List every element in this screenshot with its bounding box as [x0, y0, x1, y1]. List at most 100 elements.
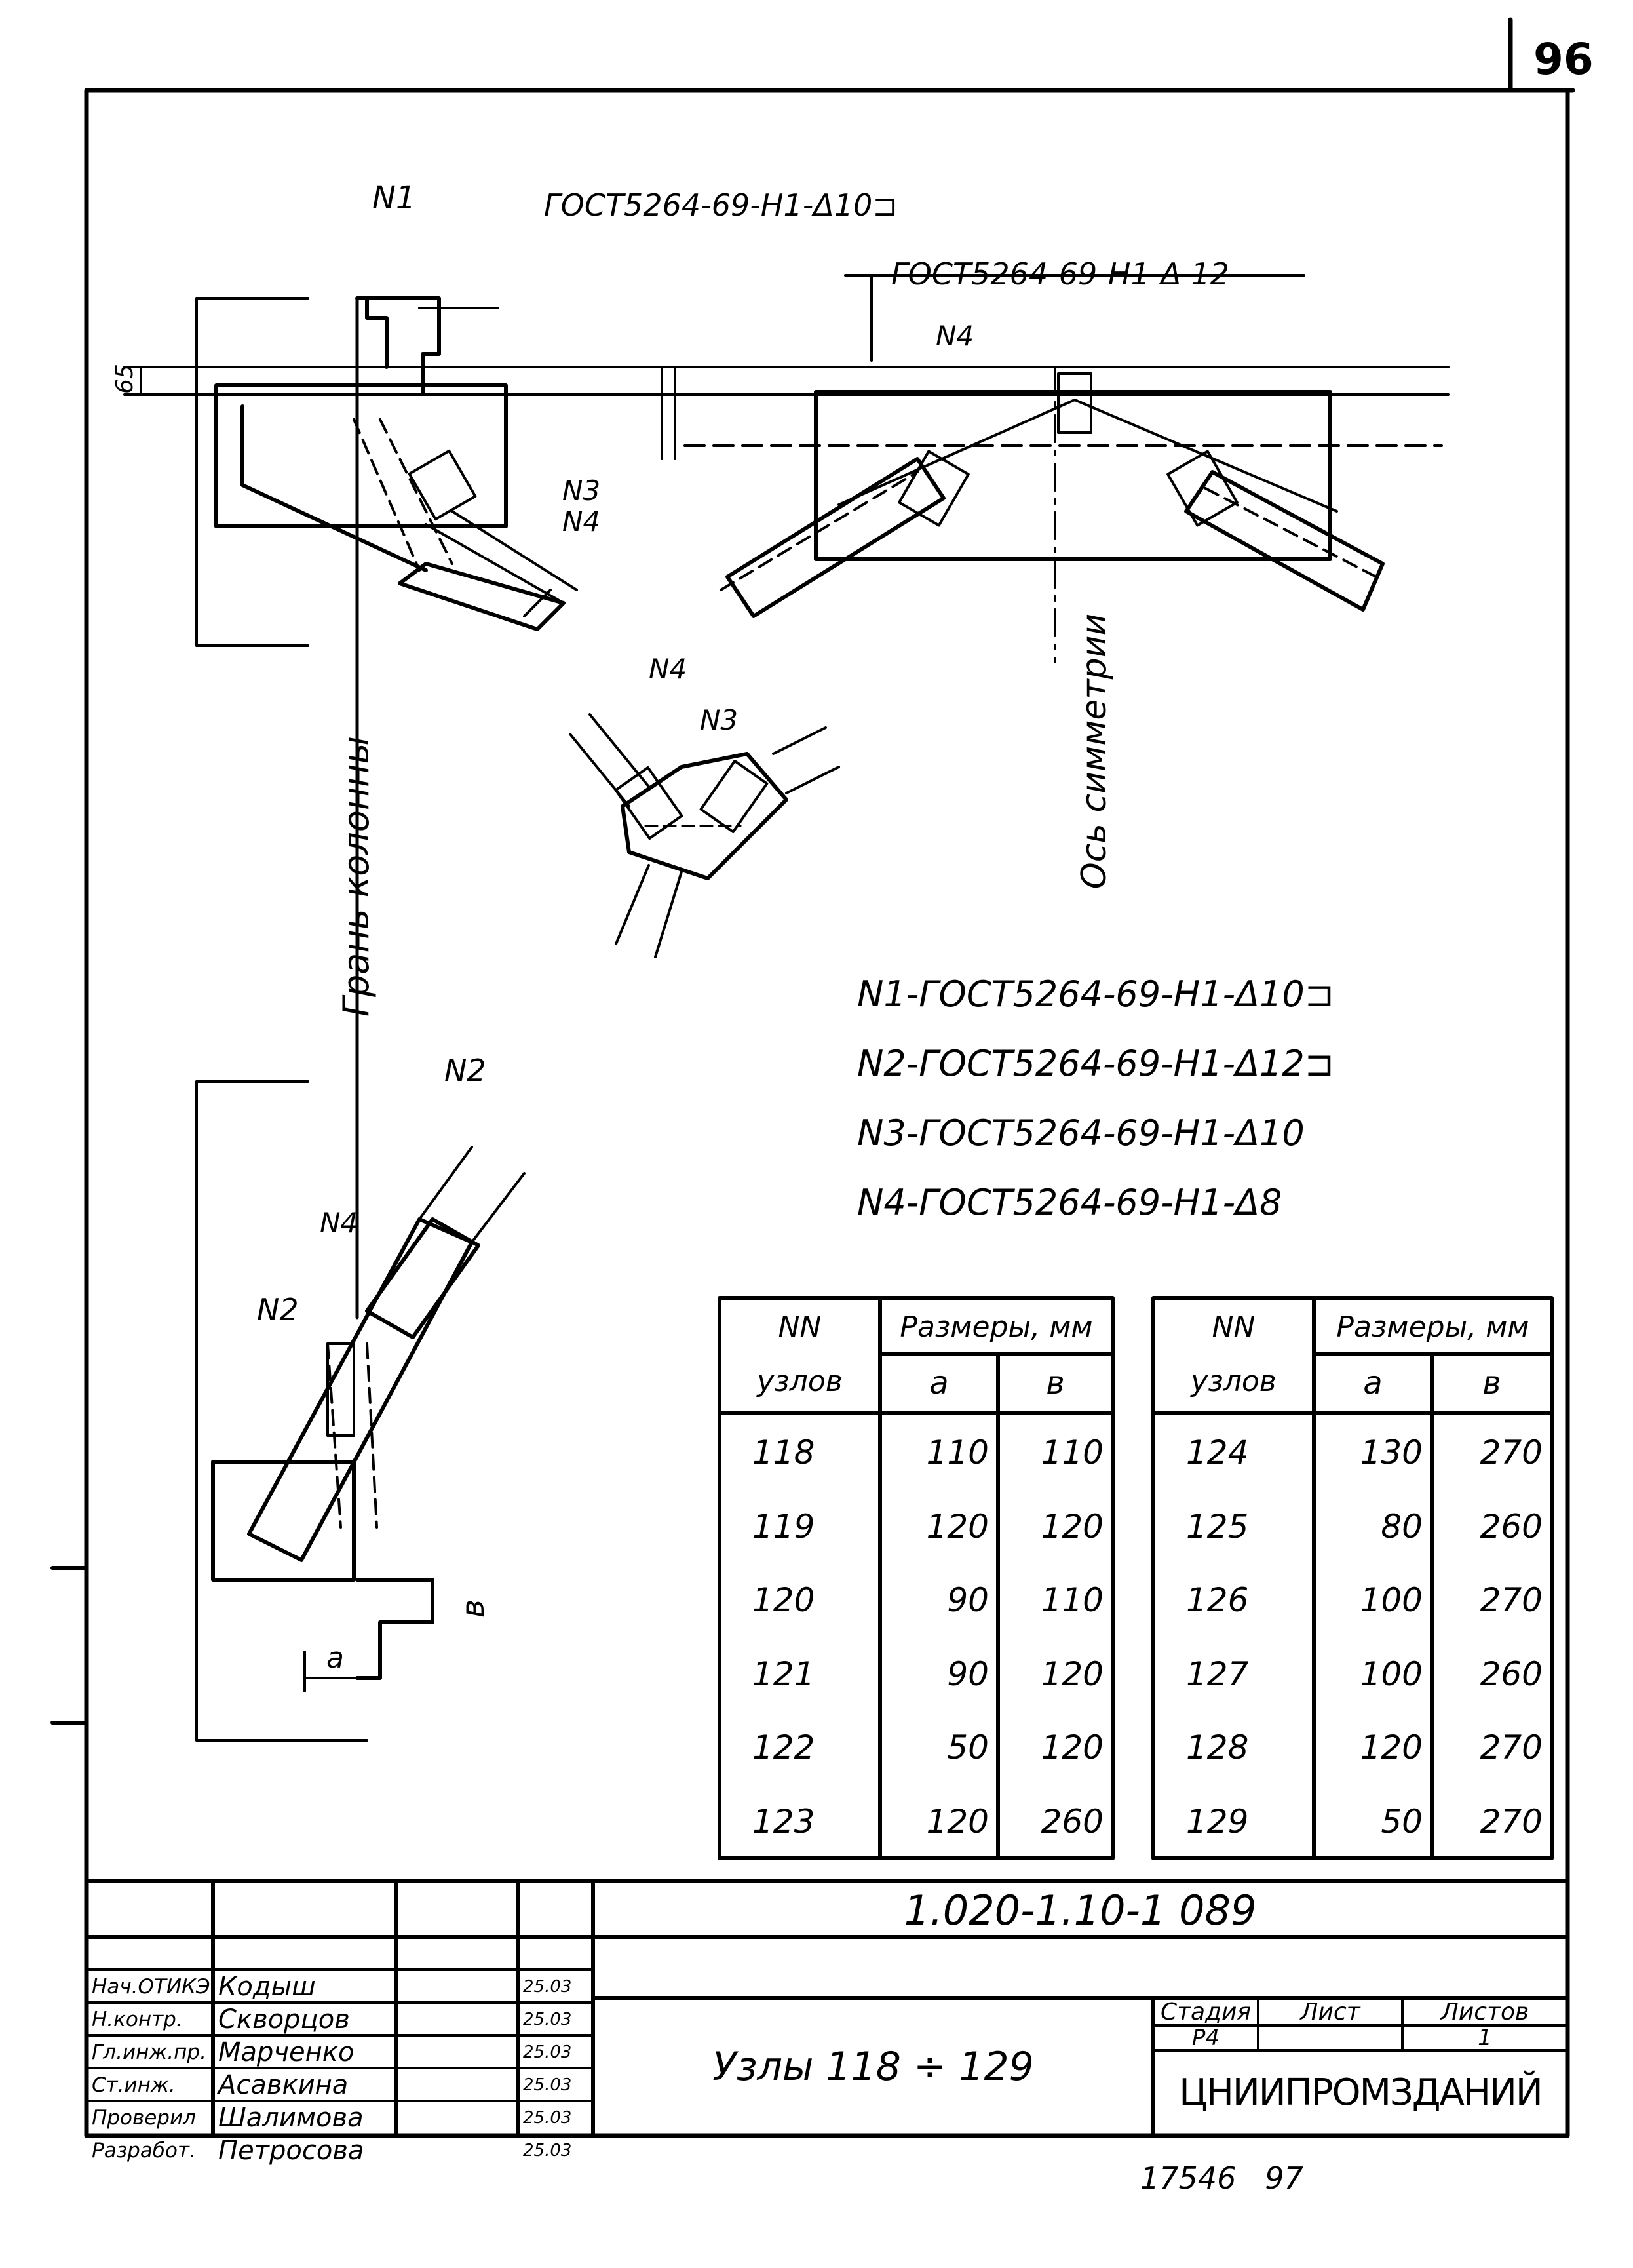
node-number: 127 [1186, 1654, 1249, 1693]
top-left-node-geometry [123, 296, 1450, 1320]
size-b: 110 [1041, 1434, 1104, 1472]
legend-item: N1-ГОСТ5264-69-Н1-Δ10⊐ [857, 973, 1334, 1015]
node-number: 123 [752, 1802, 815, 1841]
label-n4-mid: N4 [649, 653, 687, 685]
top-right-node-geometry [661, 274, 1443, 663]
label-n2-bottom: N2 [257, 1292, 299, 1327]
signature-date: 25.03 [523, 2141, 572, 2160]
signature-name: Скворцов [218, 2004, 350, 2035]
dim-65: 65 [111, 364, 138, 394]
size-a: 100 [1360, 1581, 1423, 1620]
dim-a: a [326, 1641, 344, 1675]
size-b: 120 [1041, 1507, 1104, 1546]
table-header-nodes: узлов [757, 1364, 843, 1398]
legend-item: N3-ГОСТ5264-69-Н1-Δ10 [857, 1112, 1305, 1154]
callout-right-gost: ГОСТ5264-69-Н1-Δ 12 [891, 256, 1229, 292]
size-b: 270 [1480, 1729, 1543, 1767]
table-header-sizes: Размеры, мм [900, 1310, 1093, 1344]
node-number: 125 [1186, 1507, 1249, 1546]
size-b: 260 [1041, 1802, 1104, 1841]
node-number: 122 [752, 1729, 815, 1767]
size-a: 90 [947, 1654, 989, 1693]
signature-date: 25.03 [523, 2010, 572, 2029]
signature-date: 25.03 [523, 2108, 572, 2128]
size-a: 50 [947, 1729, 989, 1767]
table-1-grid [718, 1296, 1115, 1860]
size-b: 120 [1041, 1654, 1104, 1693]
document-code: 1.020-1.10-1 089 [904, 1887, 1257, 1934]
size-a: 130 [1360, 1434, 1423, 1472]
dim-b: в [455, 1599, 492, 1618]
sheet-header: Лист [1300, 1999, 1360, 2025]
node-number: 121 [752, 1654, 815, 1693]
sheet-value [1258, 2025, 1402, 2050]
size-b: 270 [1480, 1802, 1543, 1841]
size-b: 110 [1041, 1581, 1104, 1620]
symmetry-axis-label: Ось симметрии [1075, 613, 1115, 890]
node-number: 126 [1186, 1581, 1249, 1620]
signature-date: 25.03 [523, 1977, 572, 1997]
size-a: 50 [1381, 1802, 1423, 1841]
label-n3-mid: N3 [700, 704, 739, 736]
legend-item: N2-ГОСТ5264-69-Н1-Δ12⊐ [857, 1043, 1334, 1084]
size-b: 270 [1480, 1434, 1543, 1472]
signature-name: Шалимова [218, 2103, 364, 2133]
label-n2-top: N2 [444, 1053, 486, 1088]
table-header-a: a [1363, 1365, 1383, 1401]
table-header-nn: NN [1212, 1310, 1256, 1344]
table-header-nodes: узлов [1191, 1364, 1277, 1398]
signature-name: Асавкина [218, 2070, 349, 2100]
signature-name: Петросова [218, 2136, 364, 2166]
table-header-b: в [1046, 1365, 1065, 1401]
size-b: 260 [1480, 1507, 1543, 1546]
signature-role: Ст.инж. [92, 2073, 176, 2097]
node-number: 119 [752, 1507, 815, 1546]
label-n4-bottom: N4 [320, 1207, 358, 1239]
size-a: 110 [926, 1434, 989, 1472]
size-b: 120 [1041, 1729, 1104, 1767]
signature-role: Проверил [92, 2105, 196, 2130]
table-header-b: в [1482, 1365, 1501, 1401]
title-block-grid [85, 1879, 1569, 2138]
table-2-grid [1151, 1296, 1554, 1860]
table-header-a: a [929, 1365, 949, 1401]
signature-date: 25.03 [523, 2075, 572, 2095]
node-number: 118 [752, 1434, 815, 1472]
stage-value: Р4 [1191, 2025, 1220, 2051]
organization-name: ЦНИИПРОМЗДАНИЙ [1179, 2071, 1543, 2114]
node-number: 124 [1186, 1434, 1249, 1472]
signature-name: Кодыш [218, 1972, 316, 2002]
bottom-left-node-geometry [195, 1080, 526, 1742]
table-header-sizes: Размеры, мм [1336, 1310, 1529, 1344]
stamp-number: 17546 97 [1140, 2160, 1303, 2196]
table-header-nn: NN [778, 1310, 822, 1344]
size-a: 120 [1360, 1729, 1423, 1767]
size-a: 100 [1360, 1654, 1423, 1693]
signature-role: Разработ. [92, 2138, 196, 2162]
column-face-label: Грань колонны [336, 735, 377, 1017]
label-n4-right: N4 [562, 505, 601, 538]
signature-name: Марченко [218, 2037, 355, 2067]
document-title: Узлы 118 ÷ 129 [712, 2044, 1034, 2090]
label-n4-top: N4 [936, 320, 974, 352]
signature-date: 25.03 [523, 2043, 572, 2062]
signature-role: Н.контр. [92, 2007, 183, 2031]
size-a: 90 [947, 1581, 989, 1620]
page-number: 96 [1533, 34, 1594, 85]
middle-gusset-geometry [569, 713, 840, 958]
node-number: 129 [1186, 1802, 1249, 1841]
legend-item: N4-ГОСТ5264-69-Н1-Δ8 [857, 1182, 1282, 1223]
label-n1: N1 [372, 180, 416, 216]
size-a: 120 [926, 1507, 989, 1546]
size-a: 120 [926, 1802, 989, 1841]
size-b: 260 [1480, 1654, 1543, 1693]
signature-role: Нач.ОТИКЭ [92, 1974, 210, 1999]
stage-header: Стадия [1160, 1999, 1252, 2025]
signature-role: Гл.инж.пр. [92, 2040, 206, 2064]
callout-top-gost: ГОСТ5264-69-Н1-Δ10⊐ [544, 187, 898, 223]
node-number: 120 [752, 1581, 815, 1620]
size-b: 270 [1480, 1581, 1543, 1620]
size-a: 80 [1381, 1507, 1423, 1546]
sheets-value: 1 [1478, 2025, 1492, 2051]
